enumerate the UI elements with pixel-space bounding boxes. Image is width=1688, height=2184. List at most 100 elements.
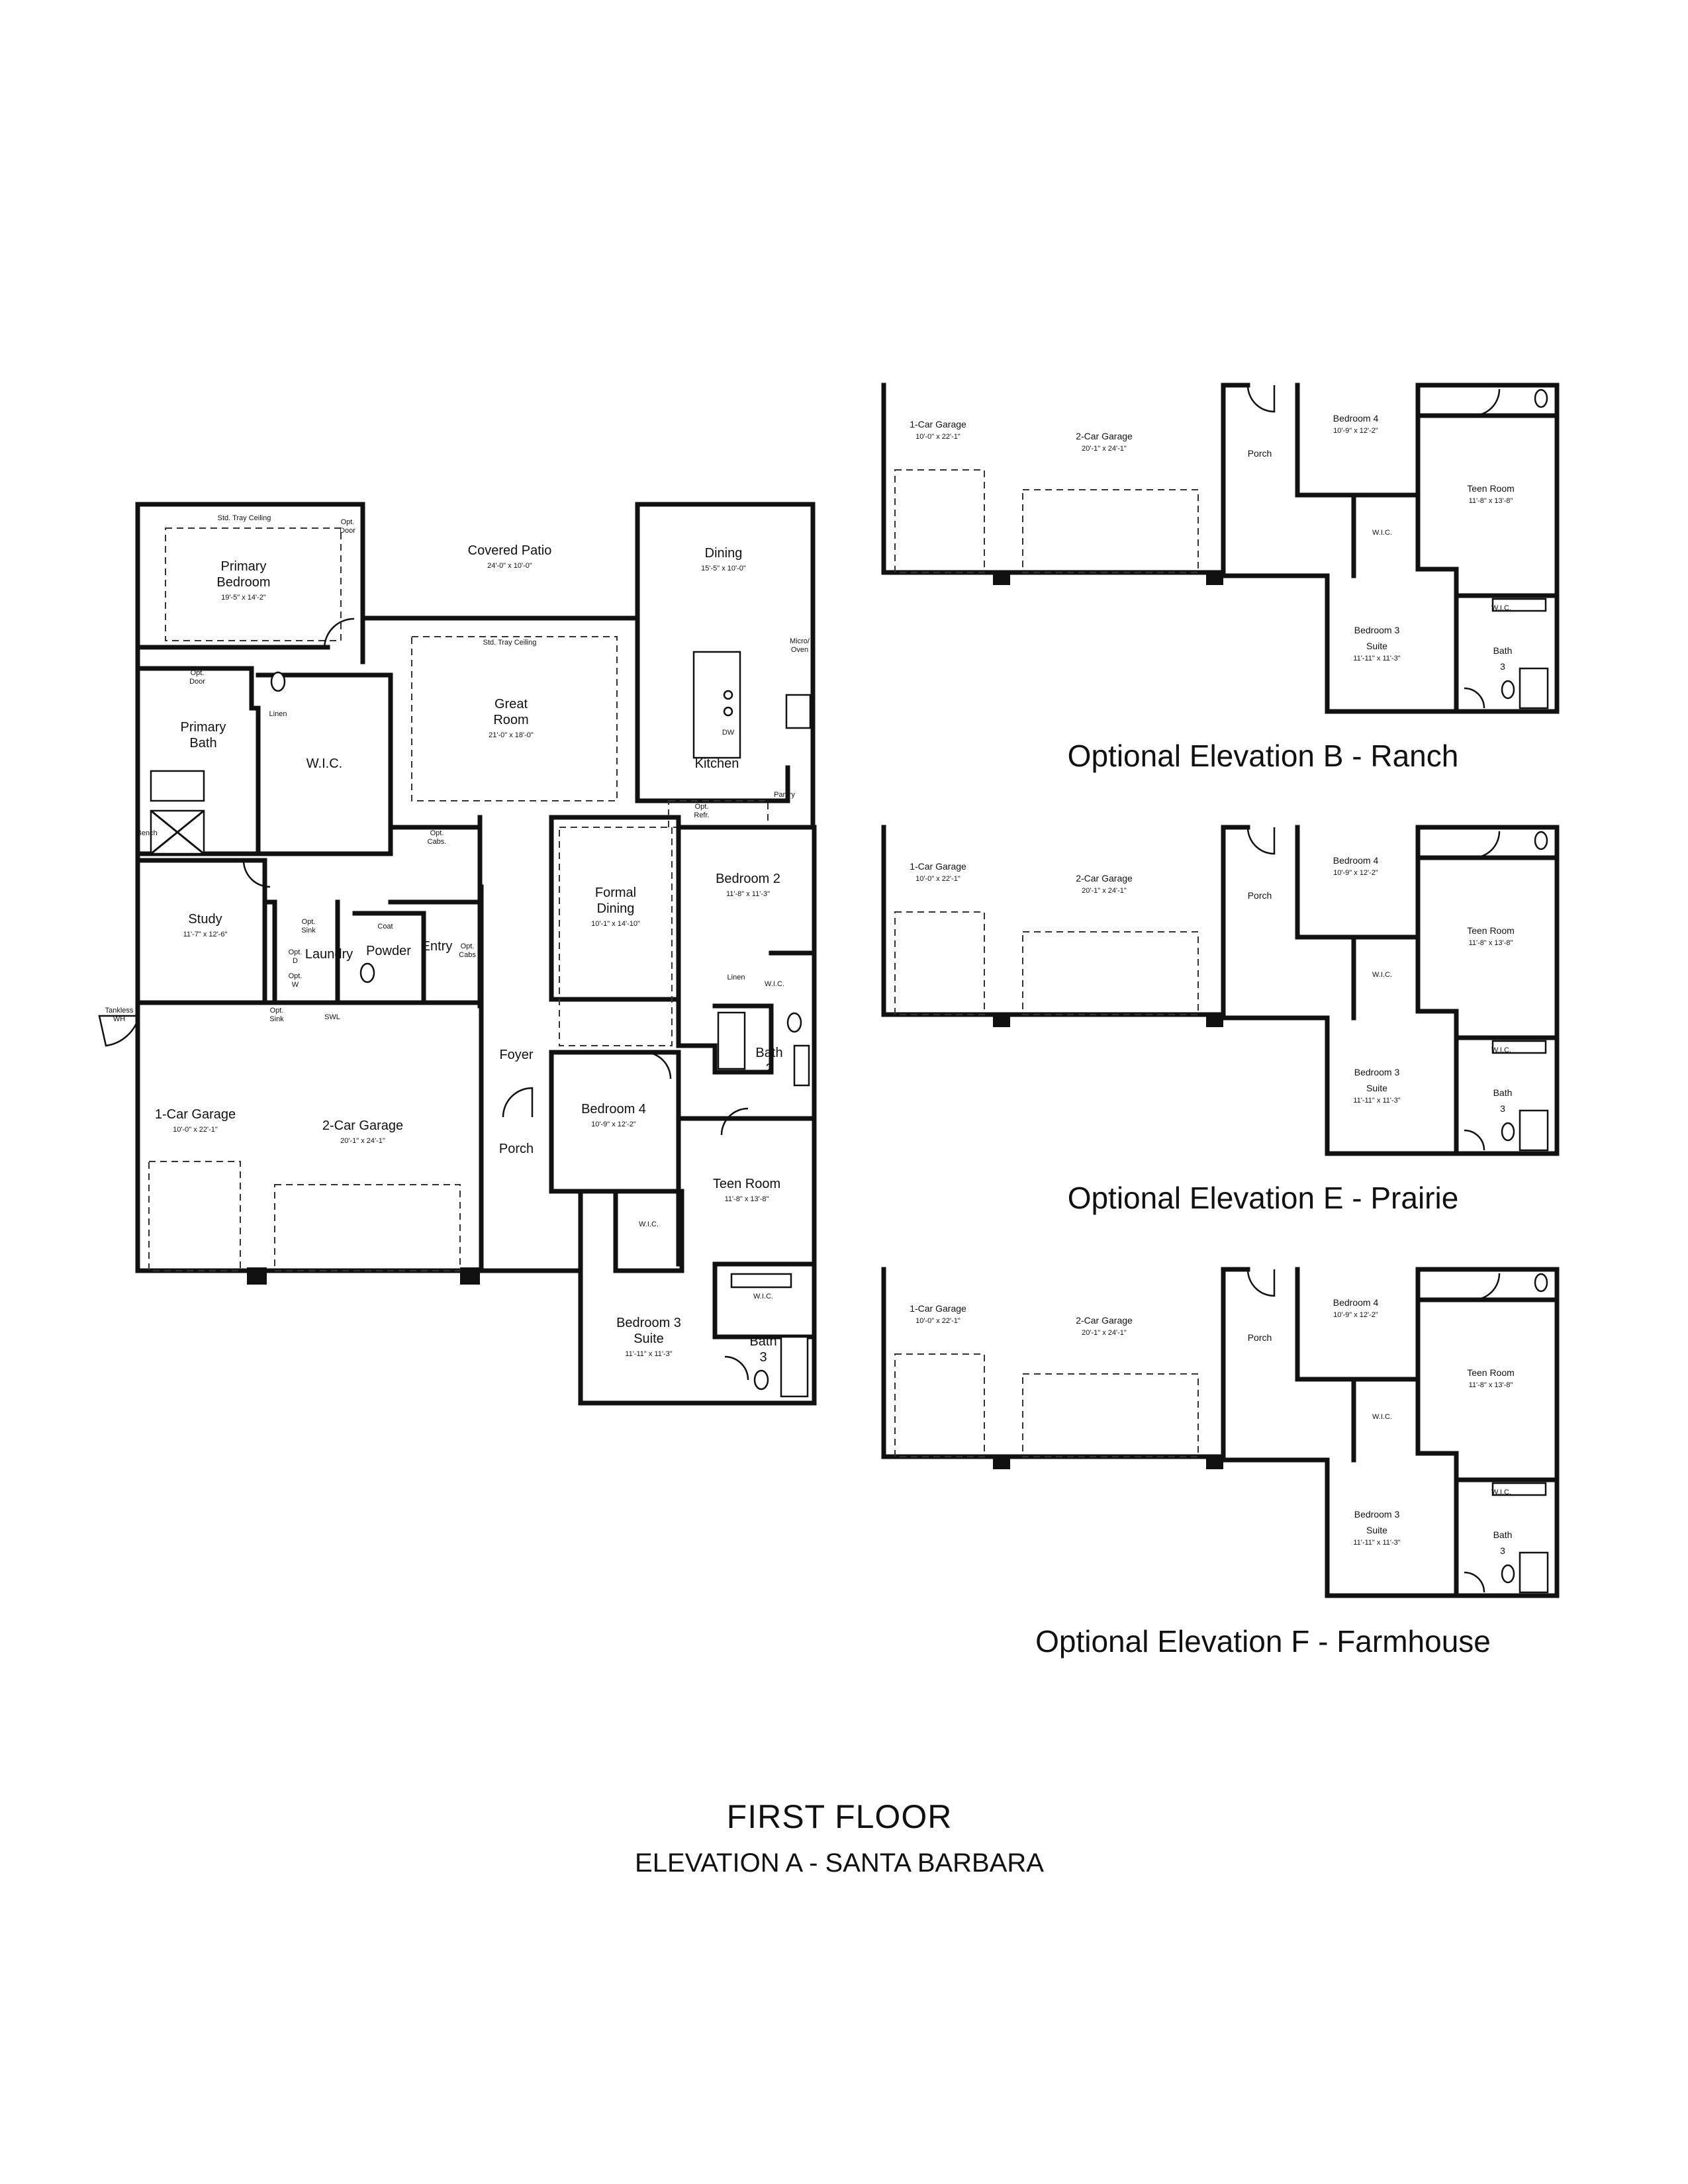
kitchen-island bbox=[692, 651, 741, 759]
vanity bbox=[1491, 1040, 1547, 1054]
tray-ceiling-outline bbox=[165, 527, 342, 641]
door-swing bbox=[1464, 1129, 1485, 1151]
garage1-label: 1-Car Garage bbox=[155, 1107, 236, 1122]
garage-pier bbox=[247, 1267, 267, 1285]
opt-cabs-2-label: Opt.Cabs bbox=[459, 942, 476, 959]
bedroom4-label: Bedroom 4 bbox=[581, 1102, 646, 1116]
powder-label: Powder bbox=[366, 944, 411, 958]
interior-wall bbox=[360, 502, 790, 1009]
alt-plan-0: 1-Car Garage 10'-0" x 22'-1" 2-Car Garage 2… bbox=[881, 383, 1560, 714]
bedroom3-dimensions: 11'-11" x 11'-3" bbox=[1353, 1539, 1400, 1547]
door-swing bbox=[242, 860, 271, 888]
wic-primary-label: W.I.C. bbox=[306, 756, 342, 771]
elevation-b-caption: Optional Elevation B - Ranch bbox=[1068, 739, 1459, 773]
door-swing bbox=[502, 1087, 534, 1118]
garage2-dimensions: 20'-1" x 24'-1" bbox=[340, 1137, 385, 1145]
toilet bbox=[1501, 1122, 1515, 1142]
garage2-label: 2-Car Garage bbox=[322, 1118, 403, 1133]
door-swing bbox=[1472, 1273, 1501, 1301]
teen-room-label: Teen Room bbox=[1467, 925, 1515, 936]
teen-room-label: Teen Room bbox=[1467, 1367, 1515, 1378]
swl-label: SWL bbox=[324, 1013, 340, 1021]
bench-label: Bench bbox=[136, 829, 157, 837]
garage1-dimensions: 10'-0" x 22'-1" bbox=[915, 433, 961, 441]
pantry-label: Pantry bbox=[774, 791, 795, 799]
formal-dining-dimensions: 10'-1" x 14'-10" bbox=[591, 920, 640, 928]
interior-wall bbox=[549, 815, 816, 1194]
garage-door-outline bbox=[1022, 1373, 1199, 1457]
kitchen-label: Kitchen bbox=[695, 756, 739, 771]
bathtub bbox=[780, 1336, 809, 1398]
bedroom3-dimensions: 11'-11" x 11'-3" bbox=[1353, 1097, 1400, 1105]
garage-door-outline bbox=[894, 469, 985, 573]
porch-label: Porch bbox=[1248, 890, 1272, 901]
study-label: Study bbox=[188, 912, 222, 927]
linen-2-label: Linen bbox=[727, 974, 745, 981]
wic-label: W.I.C. bbox=[1372, 971, 1392, 979]
garage-pier bbox=[993, 1013, 1010, 1027]
garage2-dimensions: 20'-1" x 24'-1" bbox=[1082, 1329, 1127, 1337]
door-swing bbox=[724, 1355, 749, 1381]
interior-wall bbox=[135, 1000, 484, 1273]
garage-pier bbox=[993, 1455, 1010, 1469]
great-room-dimensions: 21'-0" x 18'-0" bbox=[489, 731, 534, 739]
vanity bbox=[1491, 598, 1547, 612]
interior-wall bbox=[1295, 1297, 1560, 1598]
garage-pier bbox=[1206, 1013, 1223, 1027]
bedroom3-dimensions: 11'-11" x 11'-3" bbox=[1353, 655, 1400, 662]
garage-door-outline bbox=[148, 1161, 241, 1271]
door-swing bbox=[1246, 385, 1276, 413]
std-tray-2-label: Std. Tray Ceiling bbox=[483, 639, 537, 647]
bedroom3-dimensions: 11'-11" x 11'-3" bbox=[625, 1350, 672, 1358]
optional-elevations: 1-Car Garage 10'-0" x 22'-1" 2-Car Garage 2… bbox=[881, 383, 1560, 1598]
garage2-dimensions: 20'-1" x 24'-1" bbox=[1082, 445, 1127, 453]
bathtub bbox=[1519, 1109, 1549, 1152]
bedroom4-dimensions: 10'-9" x 12'-2" bbox=[1333, 1311, 1378, 1319]
teen-room-dimensions: 11'-8" x 13'-8" bbox=[1469, 939, 1513, 947]
wic-label: W.I.C. bbox=[1491, 604, 1511, 612]
garage1-label: 1-Car Garage bbox=[910, 861, 966, 872]
garage-pier bbox=[993, 570, 1010, 585]
garage1-label: 1-Car Garage bbox=[910, 1303, 966, 1314]
door-swing bbox=[323, 617, 355, 648]
bedroom2-dimensions: 11'-8" x 11'-3" bbox=[726, 890, 770, 898]
porch-label: Porch bbox=[1248, 1332, 1272, 1343]
teen-room-dimensions: 11'-8" x 13'-8" bbox=[1469, 497, 1513, 505]
shower-cross bbox=[150, 809, 205, 855]
tray-ceiling-outline bbox=[411, 636, 618, 801]
dining-label: Dining bbox=[705, 546, 743, 561]
door-swing bbox=[1246, 1269, 1276, 1297]
primary-bedroom-dimensions: 19'-5" x 14'-2" bbox=[221, 594, 266, 602]
vanity bbox=[730, 1273, 792, 1289]
entry-label: Entry bbox=[422, 939, 453, 954]
bathtub bbox=[717, 1011, 746, 1070]
wic-b2-label: W.I.C. bbox=[765, 980, 784, 988]
bedroom2-label: Bedroom 2 bbox=[716, 872, 780, 886]
optional-refrigerator-outline bbox=[668, 800, 769, 828]
bedroom4-dimensions: 10'-9" x 12'-2" bbox=[1333, 427, 1378, 435]
teen-room-dimensions: 11'-8" x 13'-8" bbox=[725, 1195, 769, 1203]
door-swing bbox=[643, 1051, 672, 1079]
elevation-e-caption: Optional Elevation E - Prairie bbox=[1068, 1181, 1459, 1215]
opt-refr-label: Opt.Refr. bbox=[694, 803, 709, 819]
door-swing bbox=[1246, 827, 1276, 855]
door-swing bbox=[1472, 831, 1501, 859]
toilet bbox=[270, 671, 286, 692]
sink-basin bbox=[723, 706, 733, 717]
dining-dimensions: 15'-5" x 10'-0" bbox=[701, 565, 746, 572]
foyer-label: Foyer bbox=[499, 1048, 533, 1062]
vanity bbox=[793, 1044, 810, 1087]
door-swing bbox=[720, 1107, 749, 1136]
garage1-label: 1-Car Garage bbox=[910, 419, 966, 430]
garage-pier bbox=[1206, 1455, 1223, 1469]
wic-label: W.I.C. bbox=[1372, 529, 1392, 537]
toilet bbox=[753, 1369, 769, 1390]
garage2-label: 2-Car Garage bbox=[1076, 431, 1133, 441]
